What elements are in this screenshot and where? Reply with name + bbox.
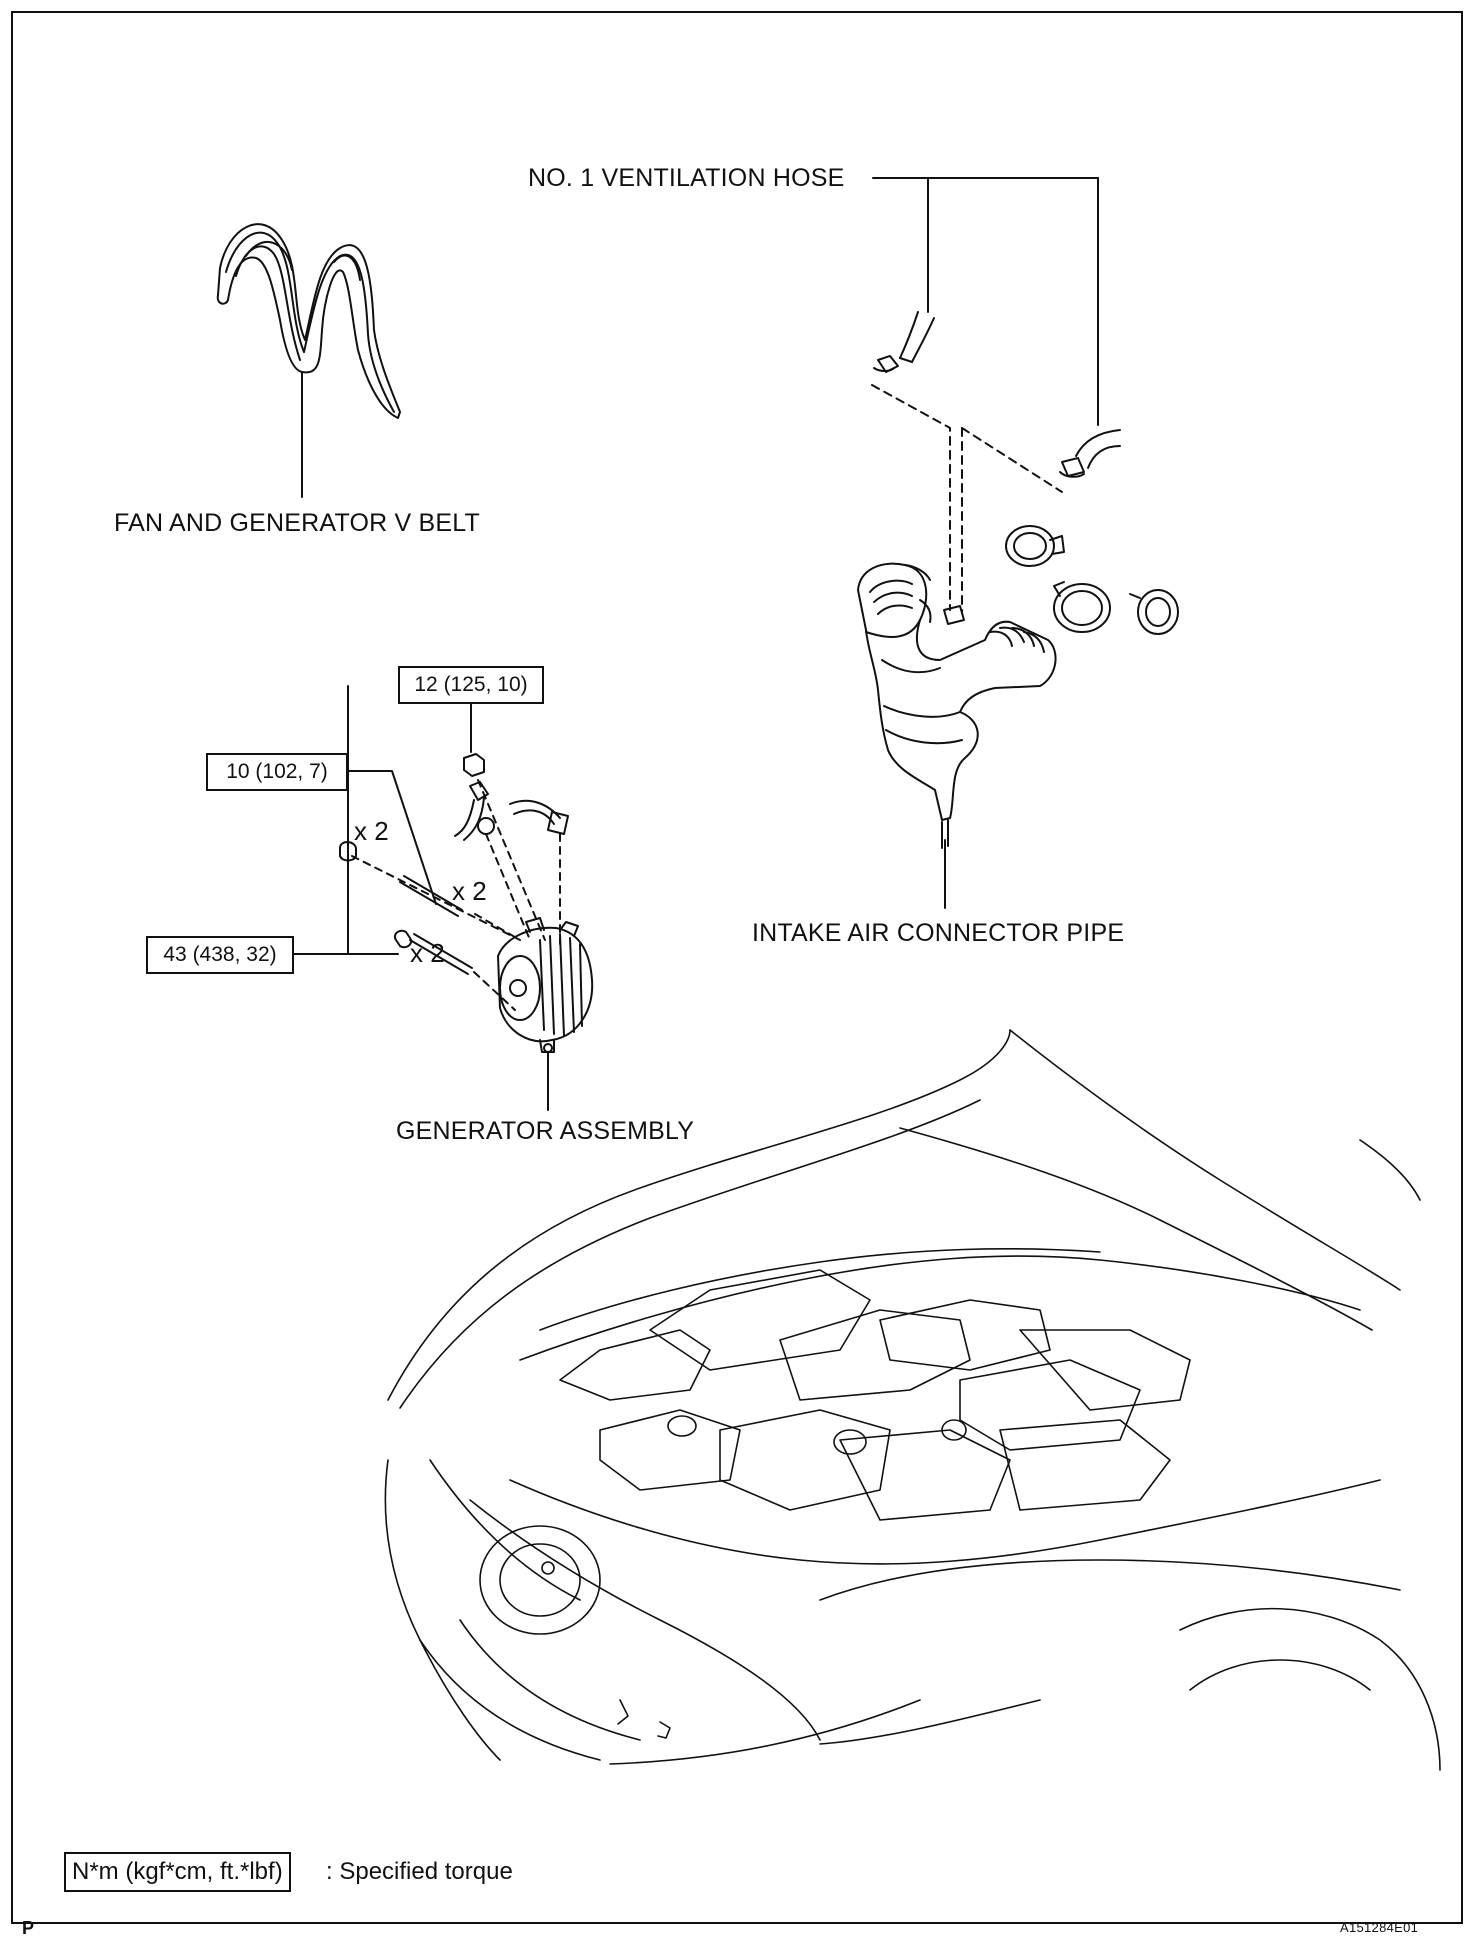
intake-pipe-label: INTAKE AIR CONNECTOR PIPE: [752, 919, 1125, 947]
ventilation-hose-label: NO. 1 VENTILATION HOSE: [528, 164, 845, 192]
generator-label: GENERATOR ASSEMBLY: [396, 1117, 695, 1145]
ventilation-hose-b: [1059, 429, 1121, 478]
quantity-stud: x 2: [452, 876, 487, 906]
torque-box-mount-bolt: 43 (438, 32): [146, 936, 294, 974]
figure-id: A151284E01: [1340, 1920, 1419, 1935]
fan-belt-label: FAN AND GENERATOR V BELT: [114, 509, 480, 537]
stud-torque-leader: [345, 770, 437, 905]
quantity-bolt: x 2: [410, 938, 445, 968]
generator-small-parts: [339, 753, 569, 975]
section-code: P: [22, 1918, 35, 1938]
mount-bolt-torque-leader: [291, 685, 399, 955]
torque-box-stud-bolt: 10 (102, 7): [206, 753, 348, 791]
fan-belt-drawing: [216, 223, 401, 419]
figure-frame: [11, 11, 1463, 1924]
hose-dashed-lines: [871, 384, 1063, 613]
legend-description: : Specified torque: [326, 1858, 513, 1885]
generator-dashed-lines: [351, 779, 561, 1011]
ventilation-hose-leader: [872, 177, 1099, 426]
hose-clamps: [1005, 525, 1179, 635]
torque-box-terminal-nut: 12 (125, 10): [398, 666, 544, 704]
generator-drawing: [497, 917, 594, 1053]
quantity-nut: x 2: [354, 816, 389, 846]
vehicle-drawing: [384, 1029, 1441, 1771]
ventilation-hose-a: [873, 311, 935, 373]
intake-pipe-drawing: [857, 562, 1057, 849]
legend-unit-box: N*m (kgf*cm, ft.*lbf): [64, 1852, 291, 1892]
